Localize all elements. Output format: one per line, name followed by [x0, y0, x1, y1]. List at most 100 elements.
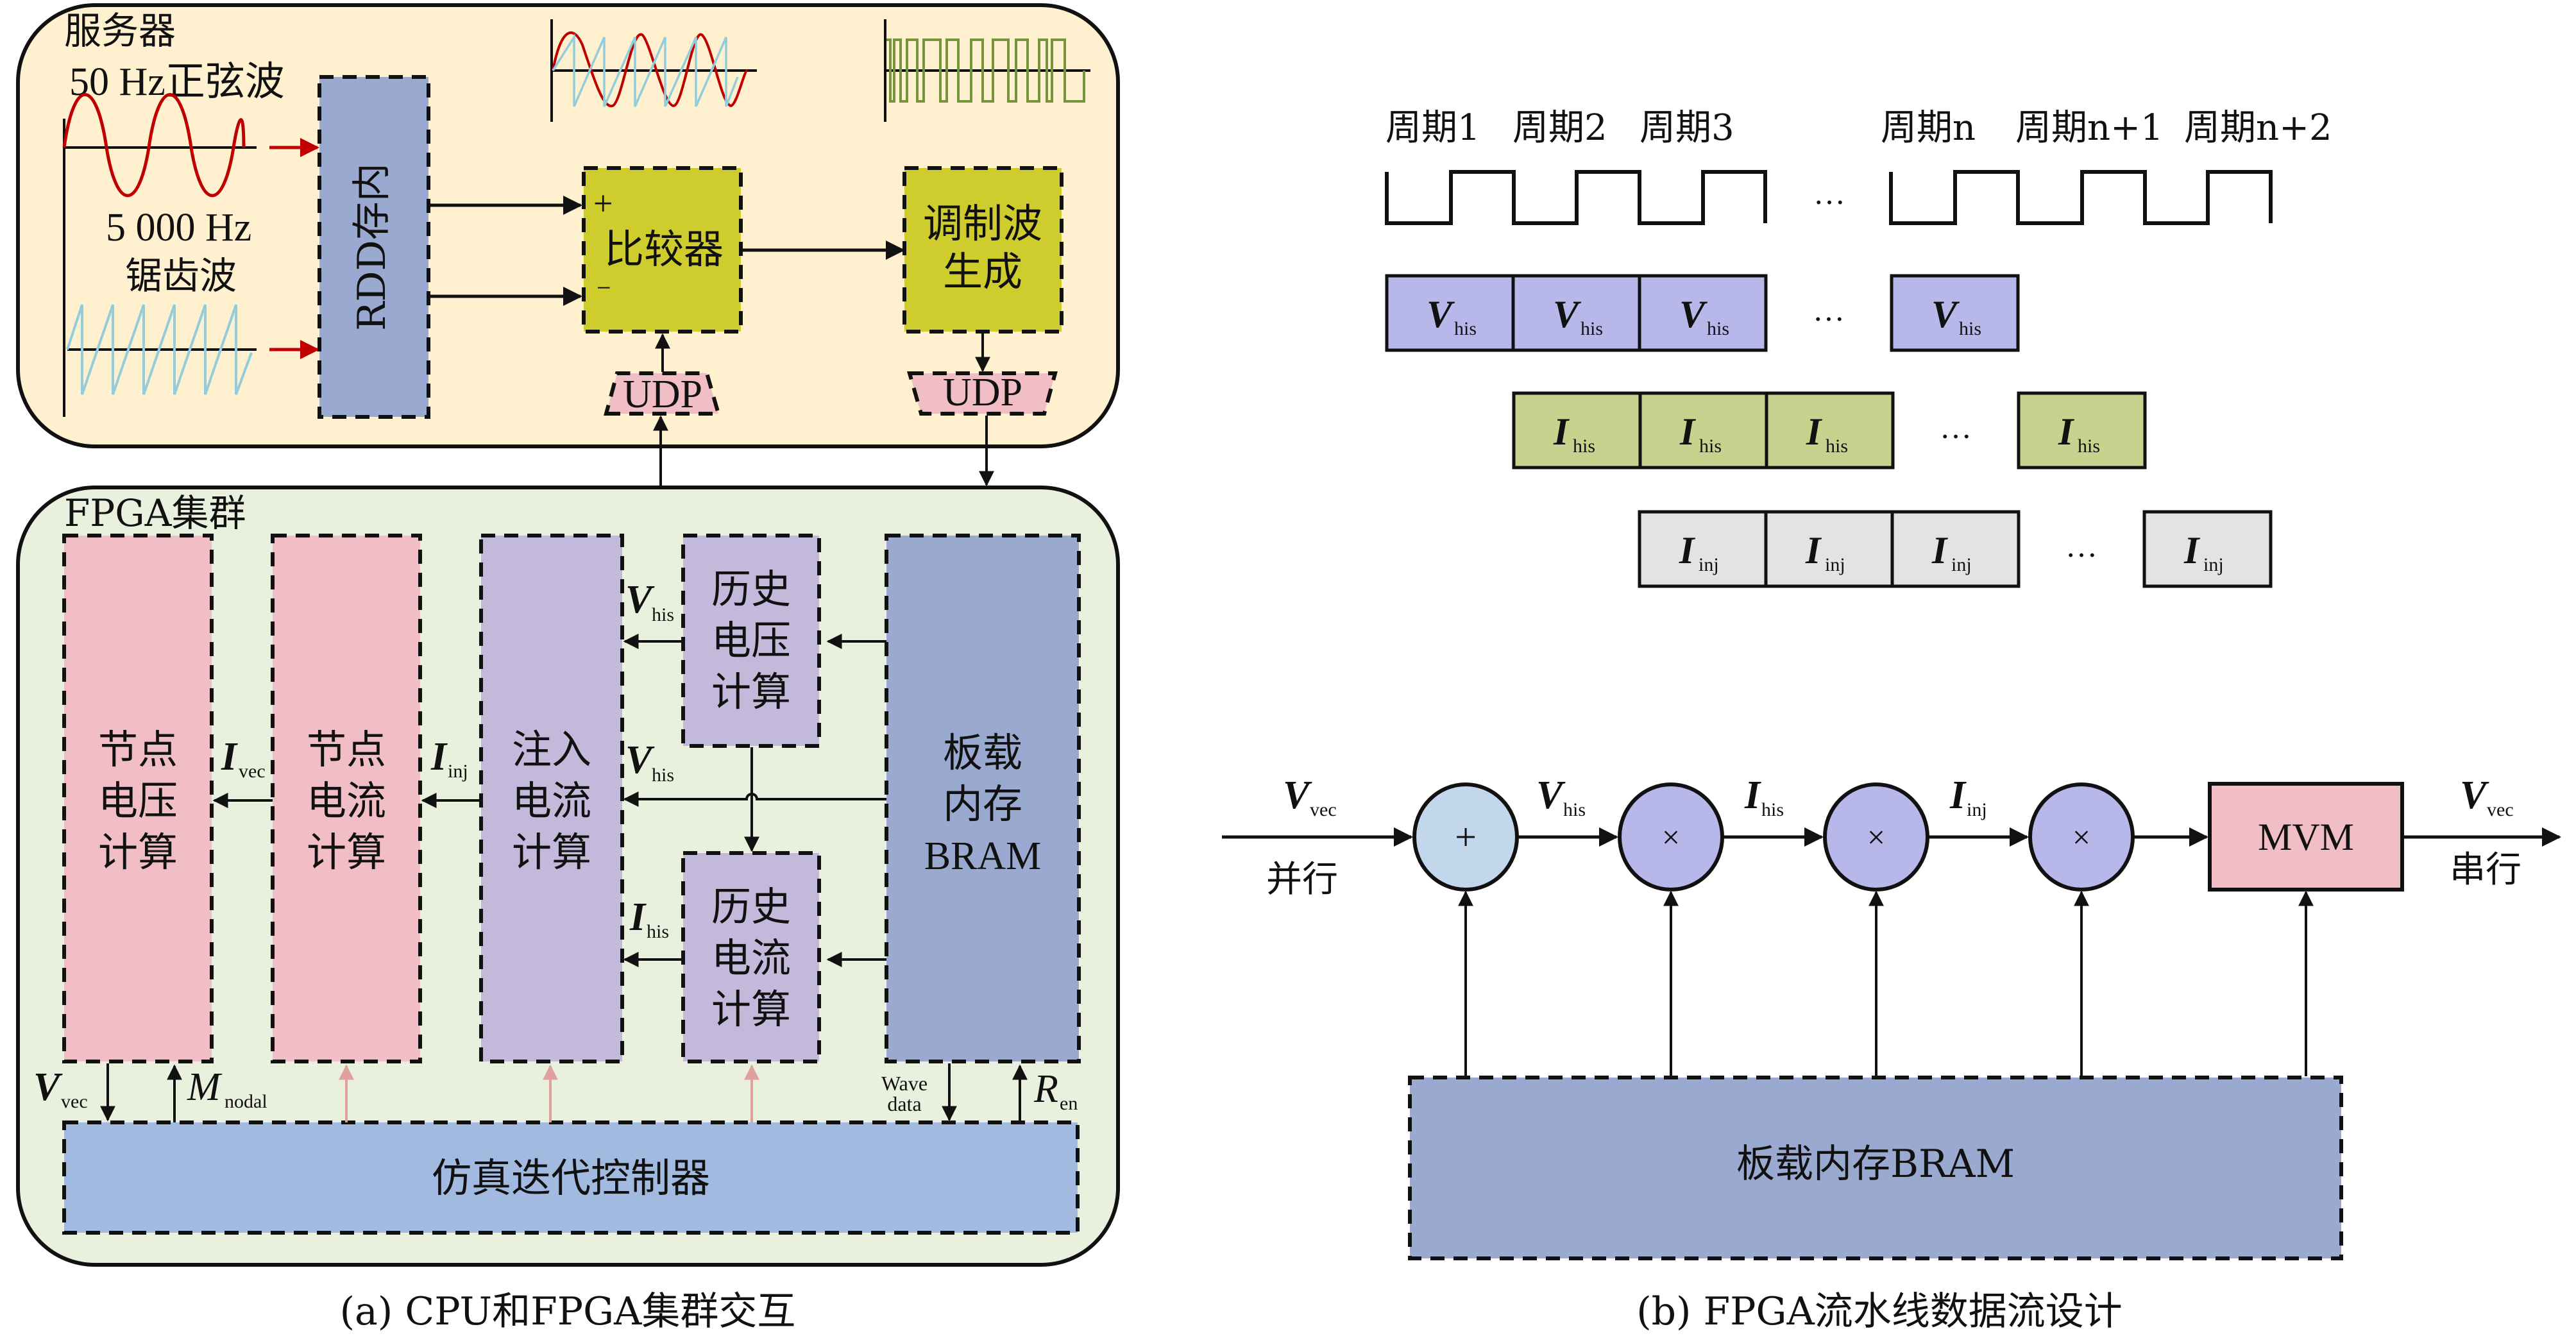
clock-ellipsis: … [1813, 175, 1845, 211]
adder-symbol: + [1455, 816, 1477, 858]
mvm-block: MVM [2208, 782, 2404, 892]
comparator-minus: − [597, 273, 611, 302]
sine-wave [62, 93, 246, 198]
cell-subscript: his [1454, 318, 1477, 339]
history-voltage-block: 历史 电压 计算 [681, 534, 821, 748]
svg-text:V: V [33, 1065, 63, 1109]
bram-block: 板载 内存 BRAM [885, 534, 1081, 1063]
svg-text:R: R [1033, 1067, 1058, 1111]
cell-subscript: inj [1951, 554, 1972, 575]
sine-wave-plot: 50 Hz正弦波 [62, 60, 319, 314]
cell-subscript: inj [2203, 554, 2224, 575]
svg-text:V: V [1283, 774, 1312, 817]
svg-text:I: I [430, 735, 448, 779]
label-vhis-mid: V his [625, 738, 674, 786]
svg-text:V: V [625, 738, 655, 782]
label-ren: R en [1033, 1067, 1078, 1114]
label-edge-ihis: I his [1744, 774, 1784, 820]
input-note: 并行 [1266, 859, 1338, 901]
cell-subscript: his [1699, 435, 1722, 457]
panel-b-caption: (b) FPGA流水线数据流设计 [1636, 1289, 2123, 1334]
history-current-block: 历史 电流 计算 [681, 851, 821, 1063]
cell-symbol: V [1679, 293, 1708, 335]
rdd-block: RDD存内 [318, 75, 430, 419]
label-mnodal: M nodal [187, 1065, 267, 1112]
hist-current-line2: 电流 [711, 934, 791, 981]
label-output-vvec: V vec [2460, 774, 2514, 820]
label-edge-iinj: I inj [1949, 774, 1987, 820]
row-ellipsis: … [1940, 409, 1972, 445]
multiplier-node-2: × [1823, 782, 1929, 892]
row-ellipsis: … [2065, 528, 2097, 564]
svg-text:his: his [652, 604, 674, 625]
label-vvec: V vec [33, 1065, 88, 1112]
bram-line3: BRAM [924, 834, 1042, 878]
hist-voltage-line1: 历史 [711, 566, 791, 613]
cell-symbol: V [1931, 293, 1960, 335]
udp-in-label: UDP [623, 373, 702, 416]
cycle-label-2: 周期2 [1513, 107, 1607, 149]
cycle-label-n2: 周期n+2 [2184, 107, 2332, 149]
udp-in-block: UDP [604, 371, 721, 416]
udp-out-block: UDP [907, 371, 1058, 416]
svg-text:vec: vec [1310, 799, 1337, 820]
saw-label-line1: 5 000 Hz [106, 206, 251, 249]
svg-text:I: I [221, 735, 238, 779]
modgen-label-line1: 调制波 [923, 200, 1042, 247]
cell-symbol: I [2183, 529, 2201, 571]
injection-current-block: 注入 电流 计算 [479, 534, 624, 1063]
hist-current-line3: 计算 [711, 986, 791, 1033]
label-ihis: I his [629, 895, 669, 942]
svg-text:V: V [1536, 774, 1566, 817]
cell-subscript: his [1826, 435, 1848, 457]
svg-text:his: his [647, 921, 669, 942]
comparator-block: + − 比较器 [582, 166, 743, 334]
modgen-label-line2: 生成 [943, 248, 1022, 295]
cell-symbol: I [1679, 529, 1696, 571]
node-voltage-line3: 计算 [98, 829, 178, 875]
cycle-label-n: 周期n [1881, 107, 1976, 149]
node-current-block: 节点 电流 计算 [271, 534, 422, 1063]
cycle-labels: 周期1 周期2 周期3 周期n 周期n+1 周期n+2 [1385, 107, 2332, 149]
clock-waveform-right [1889, 170, 2273, 225]
fpga-title: FPGA集群 [64, 491, 246, 535]
cycle-label-n1: 周期n+1 [2015, 107, 2164, 149]
comparison-plot [550, 19, 757, 122]
cycle-label-1: 周期1 [1385, 107, 1480, 149]
label-iinj: I inj [430, 735, 468, 782]
svg-text:his: his [1761, 799, 1784, 820]
output-note: 串行 [2450, 849, 2521, 891]
cell-symbol: V [1553, 293, 1582, 335]
onboard-bram-block: 板载内存BRAM [1408, 1076, 2343, 1260]
svg-text:his: his [1563, 799, 1586, 820]
svg-text:vec: vec [2487, 799, 2514, 820]
svg-text:×: × [1662, 819, 1680, 855]
svg-text:V: V [2460, 774, 2489, 817]
cell-symbol: I [1679, 410, 1697, 453]
svg-text:nodal: nodal [225, 1091, 267, 1112]
saw-label-line2: 锯齿波 [125, 254, 237, 298]
server-box [16, 3, 1120, 448]
panel-a: 服务器 50 Hz正弦波 5 000 Hz 锯齿波 RDD存内 [16, 3, 1120, 1334]
onboard-bram-label: 板载内存BRAM [1736, 1142, 2015, 1187]
cell-subscript: inj [1825, 554, 1845, 575]
mvm-label: MVM [2258, 816, 2354, 858]
comparator-plus: + [593, 184, 613, 223]
udp-out-label: UDP [943, 371, 1022, 414]
node-voltage-line2: 电压 [98, 777, 178, 824]
inject-current-line2: 电流 [512, 777, 591, 824]
comparator-label: 比较器 [604, 226, 724, 273]
